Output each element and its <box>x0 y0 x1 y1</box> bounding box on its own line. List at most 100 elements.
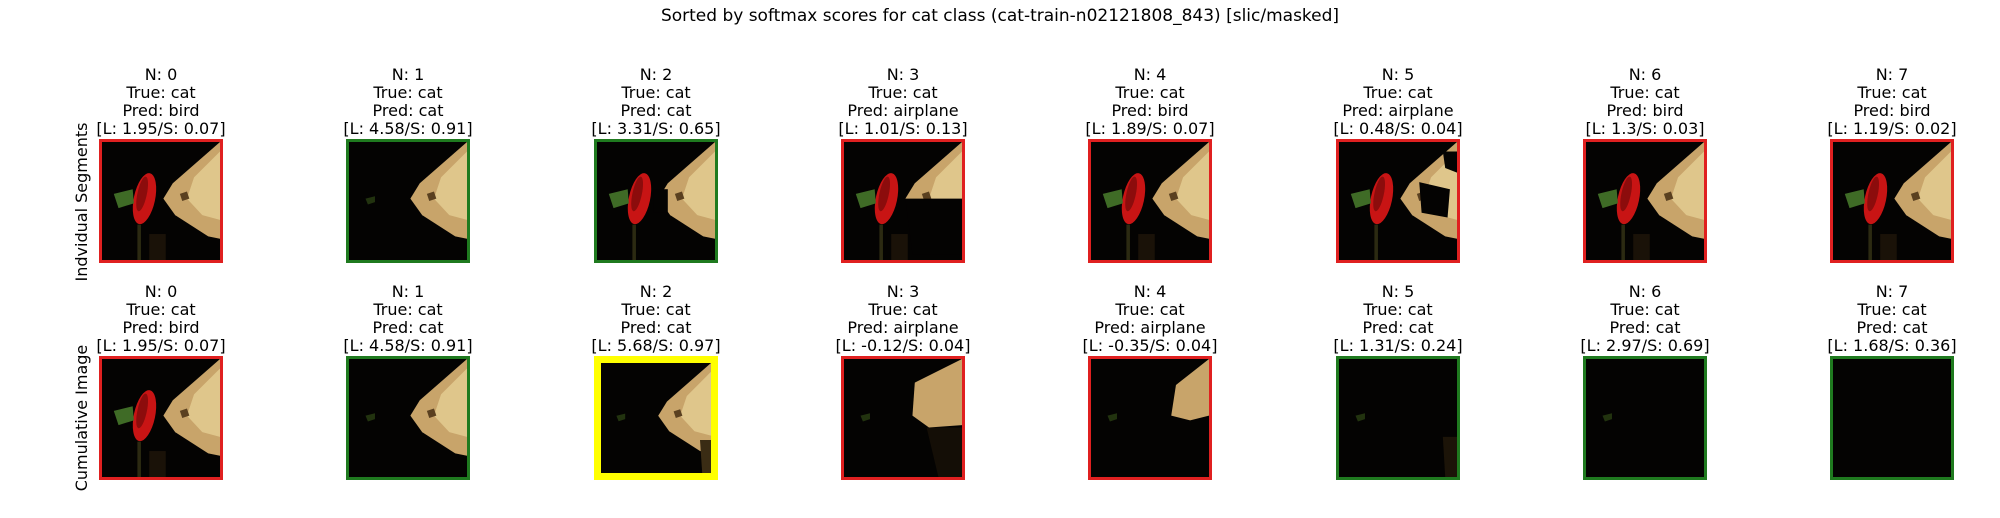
tile-logit-softmax: [L: 0.48/S: 0.04] <box>1333 119 1463 138</box>
tile-image <box>99 139 223 263</box>
cat-segment <box>658 363 711 454</box>
tile-pred-label: Pred: bird <box>122 101 200 120</box>
flower-segment <box>1350 173 1394 260</box>
tile-logit-softmax: [L: 1.68/S: 0.36] <box>1827 336 1957 355</box>
tile-true-label: True: cat <box>373 83 443 102</box>
tile-logit-softmax: [L: 1.31/S: 0.24] <box>1333 336 1463 355</box>
tile-index: N: 6 <box>1628 65 1662 84</box>
tile-true-label: True: cat <box>1857 300 1927 319</box>
tile-logit-softmax: [L: -0.35/S: 0.04] <box>1082 336 1218 355</box>
tile-pred-label: Pred: cat <box>620 101 692 120</box>
tile-true-label: True: cat <box>621 300 691 319</box>
tile-index: N: 3 <box>886 65 920 84</box>
tile-pred-label: Pred: airplane <box>847 318 959 337</box>
tile-pred-label: Pred: bird <box>1111 101 1189 120</box>
cat-segment <box>1647 142 1704 239</box>
tile-pred-label: Pred: cat <box>620 318 692 337</box>
tile-pred-label: Pred: bird <box>122 318 200 337</box>
tile-image <box>1088 356 1212 480</box>
tile-true-label: True: cat <box>1363 300 1433 319</box>
tile-logit-softmax: [L: 1.01/S: 0.13] <box>838 119 968 138</box>
tile-true-label: True: cat <box>621 83 691 102</box>
tile-image <box>346 356 470 480</box>
flower-segment <box>1102 173 1146 260</box>
tile-index: N: 5 <box>1381 65 1415 84</box>
tile-logit-softmax: [L: 4.58/S: 0.91] <box>343 119 473 138</box>
flower-segment <box>113 173 157 260</box>
tile-image <box>346 139 470 263</box>
tile-logit-softmax: [L: 4.58/S: 0.91] <box>343 336 473 355</box>
figure-title: Sorted by softmax scores for cat class (… <box>660 6 1340 26</box>
flower-segment <box>113 390 157 477</box>
tile-image <box>1830 139 1954 263</box>
tile-pred-label: Pred: cat <box>1362 318 1434 337</box>
tile-image <box>1088 139 1212 263</box>
tile-true-label: True: cat <box>1610 83 1680 102</box>
tile-image <box>1583 356 1707 480</box>
tile-pred-label: Pred: bird <box>1606 101 1684 120</box>
tile-index: N: 6 <box>1628 282 1662 301</box>
tile-pred-label: Pred: cat <box>1856 318 1928 337</box>
tile-index: N: 3 <box>886 282 920 301</box>
tile-index: N: 4 <box>1133 65 1167 84</box>
flower-segment <box>1597 173 1641 260</box>
tile-image <box>594 356 718 480</box>
tile-true-label: True: cat <box>1115 83 1185 102</box>
tile-pred-label: Pred: bird <box>1853 101 1931 120</box>
tile-true-label: True: cat <box>868 83 938 102</box>
tile-true-label: True: cat <box>126 300 196 319</box>
tile-image <box>1583 139 1707 263</box>
tile-logit-softmax: [L: -0.12/S: 0.04] <box>835 336 971 355</box>
cat-segment <box>410 359 467 456</box>
tile-pred-label: Pred: airplane <box>1094 318 1206 337</box>
tile-logit-softmax: [L: 1.95/S: 0.07] <box>96 119 226 138</box>
flower-segment <box>608 173 652 260</box>
figure: Sorted by softmax scores for cat class (… <box>39 6 1957 491</box>
cat-segment <box>1152 142 1209 239</box>
tile-true-label: True: cat <box>868 300 938 319</box>
tile-logit-softmax: [L: 1.89/S: 0.07] <box>1085 119 1215 138</box>
tile-image <box>1336 139 1460 263</box>
tile-index: N: 0 <box>144 65 178 84</box>
tile-index: N: 5 <box>1381 282 1415 301</box>
cat-segment <box>1894 142 1951 239</box>
tile-pred-label: Pred: cat <box>372 101 444 120</box>
tile-index: N: 1 <box>391 65 425 84</box>
tile-image <box>1336 356 1460 480</box>
tile-index: N: 7 <box>1875 282 1909 301</box>
tile-index: N: 7 <box>1875 65 1909 84</box>
tile-index: N: 2 <box>639 65 673 84</box>
tile-true-label: True: cat <box>1363 83 1433 102</box>
tile-index: N: 2 <box>639 282 673 301</box>
tile-logit-softmax: [L: 2.97/S: 0.69] <box>1580 336 1710 355</box>
tile-pred-label: Pred: cat <box>1609 318 1681 337</box>
cat-segment <box>163 142 220 239</box>
tile-image <box>841 356 965 480</box>
